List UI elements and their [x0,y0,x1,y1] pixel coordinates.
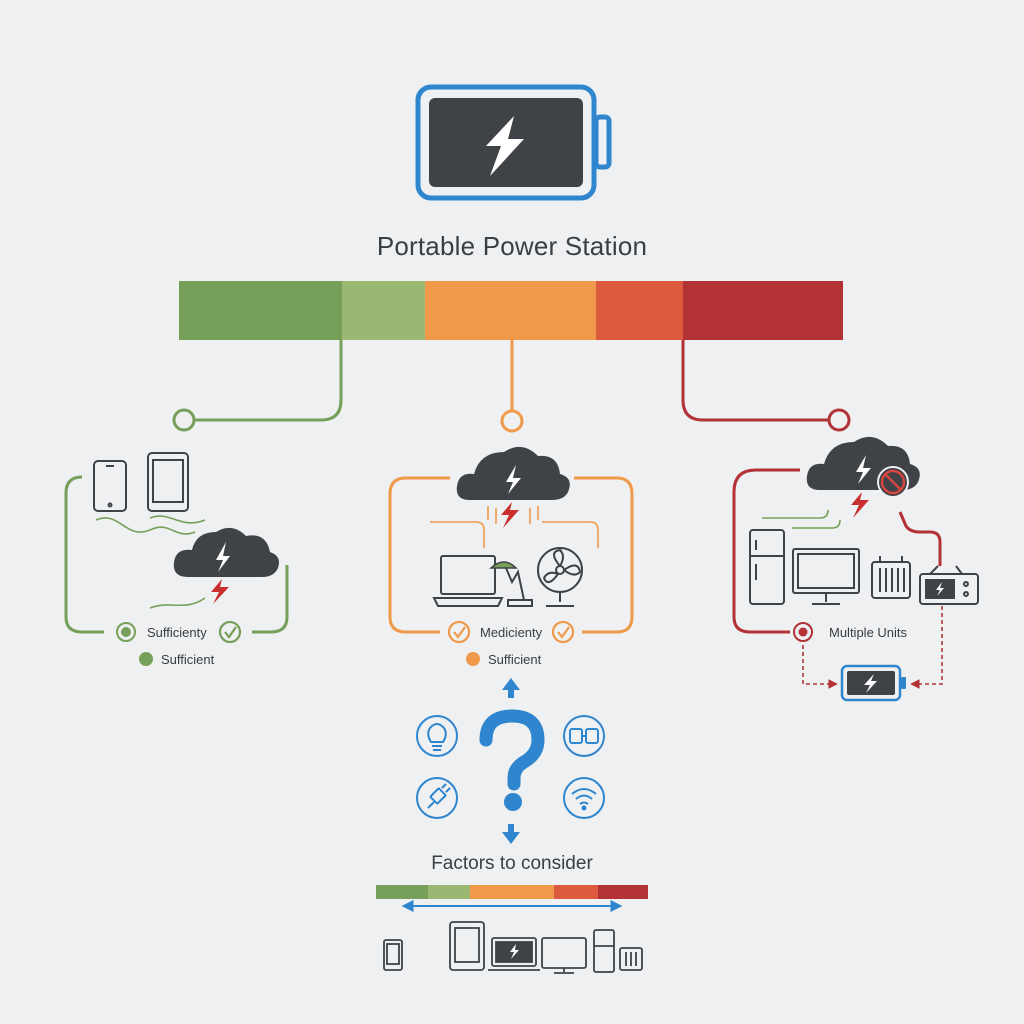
dashed-arrows [802,606,943,689]
desk-lamp-icon [489,561,533,607]
refrigerator-icon [749,529,785,605]
tablet-icon [449,921,485,971]
factors-scale-bar [376,885,648,899]
smartphone-icon [93,460,127,512]
storm-cloud-icon [456,446,570,528]
checkmark-icon [218,620,242,644]
heater-icon [619,947,643,971]
wifi-icon [563,777,605,819]
plug-icon [563,715,605,757]
branch-medium-status-label: Sufficient [488,652,542,667]
battery-icon [415,84,612,201]
storm-cloud-icon [173,527,279,604]
laptop-icon [488,937,540,971]
branch-low-status-label: Sufficient [161,652,215,667]
branch-medium-frame [388,476,634,634]
scale-segment-red-dark [683,281,843,340]
connector-high [681,340,851,432]
refrigerator-icon [593,929,615,973]
smartphone-icon [383,939,403,971]
scale-segment-green-dark [179,281,342,340]
monitor-icon [792,548,860,605]
microwave-icon [919,565,979,605]
heater-icon [871,556,911,599]
laptop-icon [432,555,504,607]
diagram-title: Portable Power Station [376,231,648,261]
no-power-icon [877,466,909,498]
scale-segment-green-light [342,281,425,340]
flow-lines-high [762,509,841,529]
branch-low-frame [64,475,289,634]
capacity-scale-bar [179,281,843,340]
lightbulb-icon [416,715,458,757]
fan-icon [537,547,583,607]
branch-low-check-label: Sufficienty [147,625,207,640]
monitor-icon [541,937,587,974]
checkmark-icon [447,620,471,644]
up-arrow-icon [502,678,520,698]
scale-segment-red-orange [596,281,683,340]
checkmark-icon [551,620,575,644]
tablet-icon [147,452,189,512]
status-dot [139,652,153,666]
down-arrow-icon [502,824,520,844]
flow-lines-low [95,515,206,609]
question-mark-icon [479,709,545,811]
status-dot [466,652,480,666]
connector-medium [500,340,524,433]
connector-low [172,340,343,432]
branch-high-check-label: Multiple Units [829,625,908,640]
check-circle-icon [116,622,136,642]
cable-icon [416,777,458,819]
flow-lines-medium [430,506,599,548]
scale-segment-orange [425,281,596,340]
battery-unit-icon [840,664,906,702]
branch-medium-check-label: Medicienty [480,625,543,640]
factors-label: Factors to consider [431,853,593,874]
multiple-units-indicator-icon [793,622,813,642]
branch-high-frame [732,468,942,634]
